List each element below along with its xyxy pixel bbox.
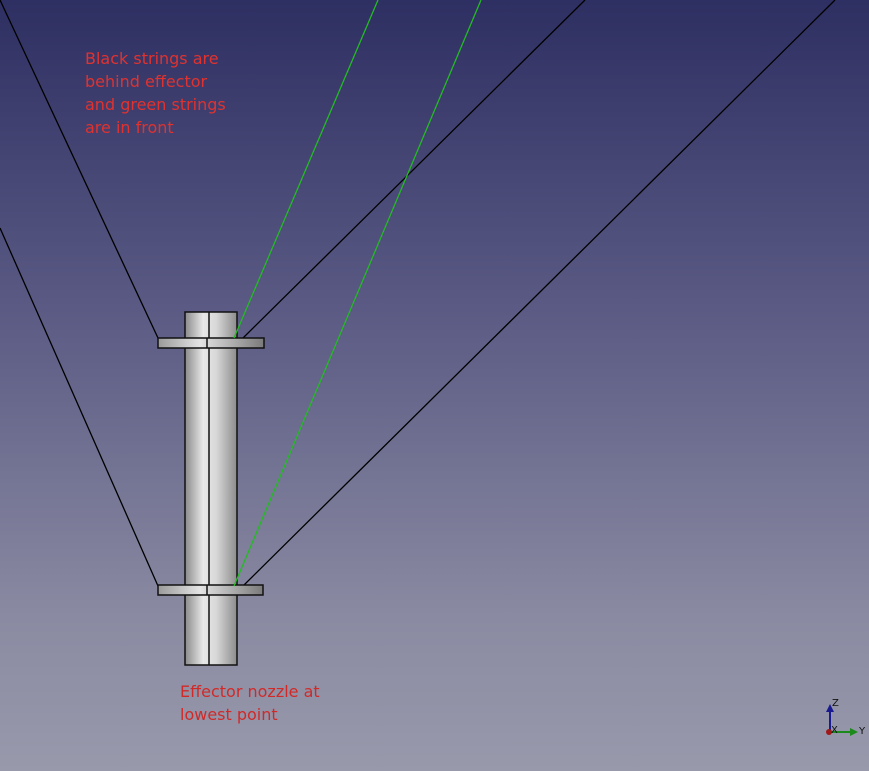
effector[interactable] [157,311,265,666]
string-behind-4 [242,0,836,587]
string-front-1 [233,0,379,339]
x-axis-dot [826,729,832,735]
x-label: X [831,725,838,736]
z-label: Z [832,698,839,709]
string-behind-1 [0,0,159,339]
string-behind-3 [242,0,586,339]
z-arrow-icon [826,704,834,712]
string-front-2 [233,0,482,587]
string-behind-2 [0,227,159,587]
strings-front [233,0,482,587]
y-label: Y [858,726,866,737]
strings-behind [0,0,836,587]
y-arrow-icon [850,728,858,736]
axis-indicator: Z Y X [826,698,866,737]
annotation-nozzle: Effector nozzle at lowest point [180,682,320,724]
upper-flange [157,337,265,349]
lower-flange [157,584,264,596]
annotation-strings: Black strings are behind effector and gr… [85,49,226,137]
effector-cylinder [184,311,238,666]
